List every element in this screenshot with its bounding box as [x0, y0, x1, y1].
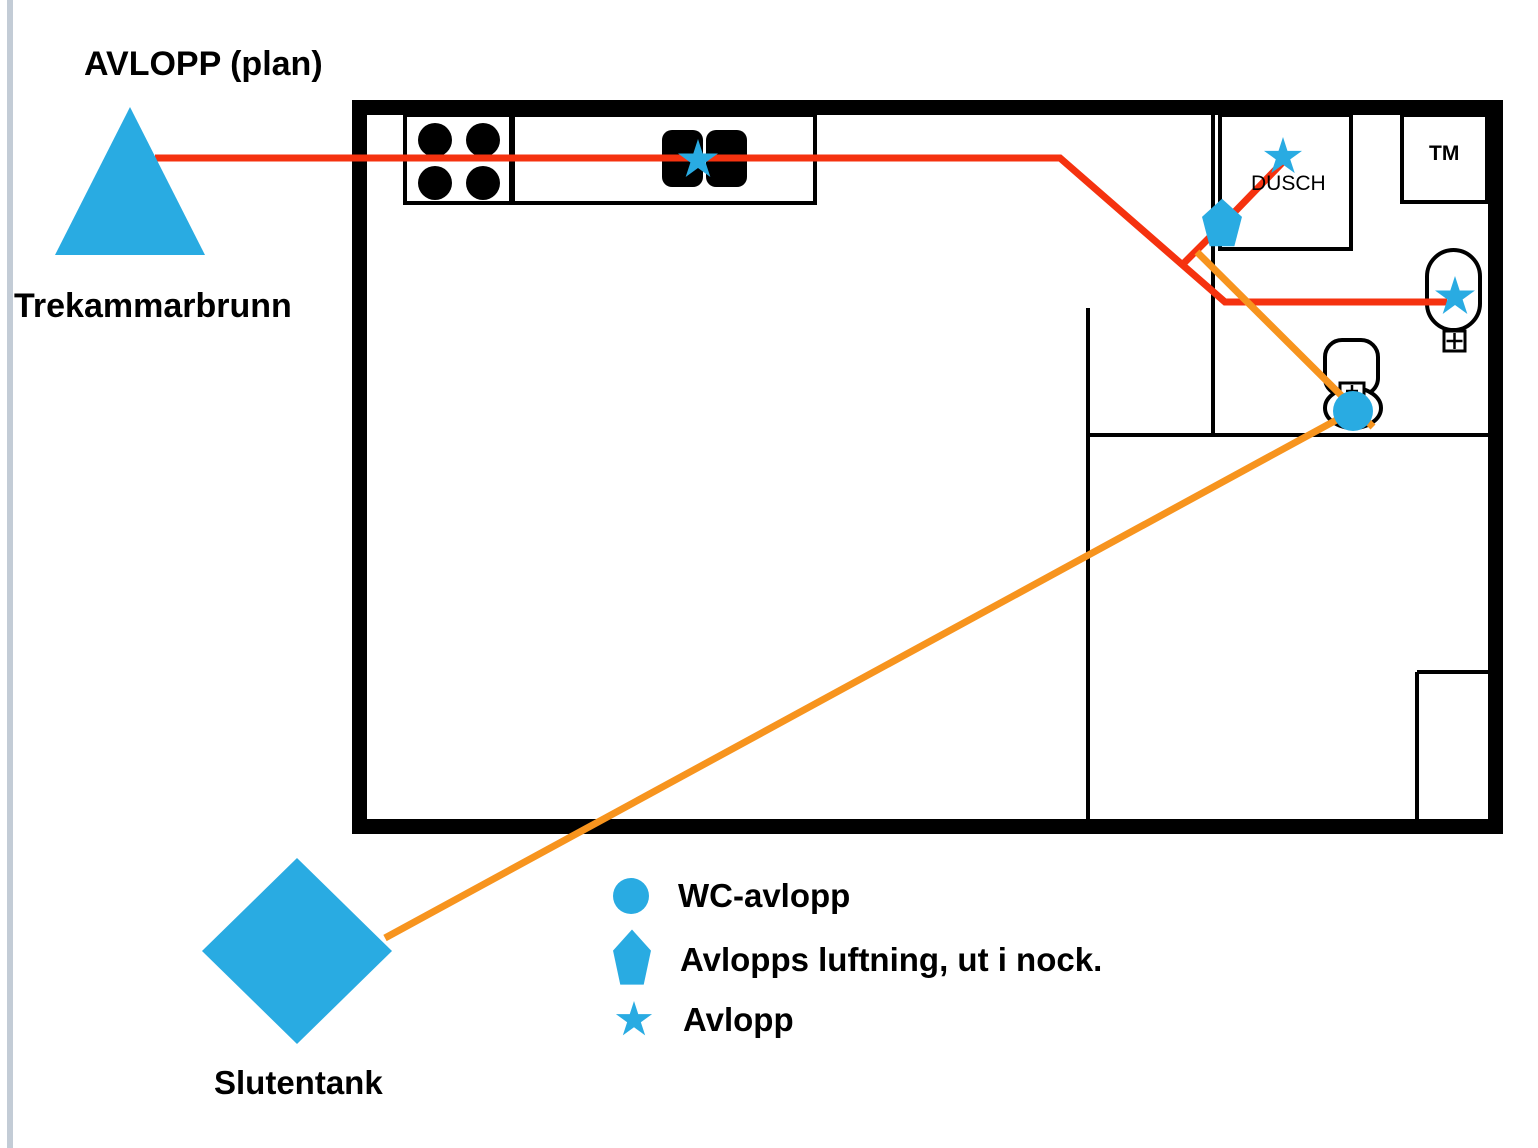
legend-label-avlopp: Avlopp: [683, 1001, 794, 1038]
slutentank-diamond-icon: [202, 858, 392, 1044]
shower-room-label: DUSCH: [1251, 172, 1326, 195]
stove-burner: [466, 166, 500, 200]
faucet-plus-icon: [1446, 333, 1463, 349]
fixtures: [418, 123, 1482, 430]
wc-tank-line: [383, 407, 1355, 942]
legend-star-icon: [615, 1001, 653, 1036]
slutentank-label: Slutentank: [214, 1064, 383, 1101]
trekammarbrunn-triangle-icon: [55, 107, 205, 255]
washing-machine-box: [1400, 113, 1489, 204]
stove-burner: [418, 123, 452, 157]
legend-pentagon-icon: [613, 929, 651, 985]
drain-line-main: [155, 154, 1447, 306]
legend-label-wc-avlopp: WC-avlopp: [678, 877, 851, 914]
trekammarbrunn-label: Trekammarbrunn: [14, 287, 292, 325]
walls: [352, 100, 1503, 834]
wc-drain-circle-icon: [1333, 391, 1373, 431]
diagram-title: AVLOPP (plan): [84, 45, 323, 83]
page-edge-line: [7, 0, 13, 1148]
washing-machine-label: TM: [1429, 142, 1460, 165]
outer-wall: [352, 100, 1503, 834]
legend-icons: [613, 878, 653, 1036]
stove-burner: [418, 166, 452, 200]
shower-room-box: [1218, 113, 1353, 251]
stove-burner: [466, 123, 500, 157]
markers: [55, 107, 1475, 1044]
legend-circle-icon: [613, 878, 649, 914]
legend-label-vent: Avlopps luftning, ut i nock.: [680, 941, 1103, 978]
shower-drain-star-icon: [1263, 137, 1303, 174]
